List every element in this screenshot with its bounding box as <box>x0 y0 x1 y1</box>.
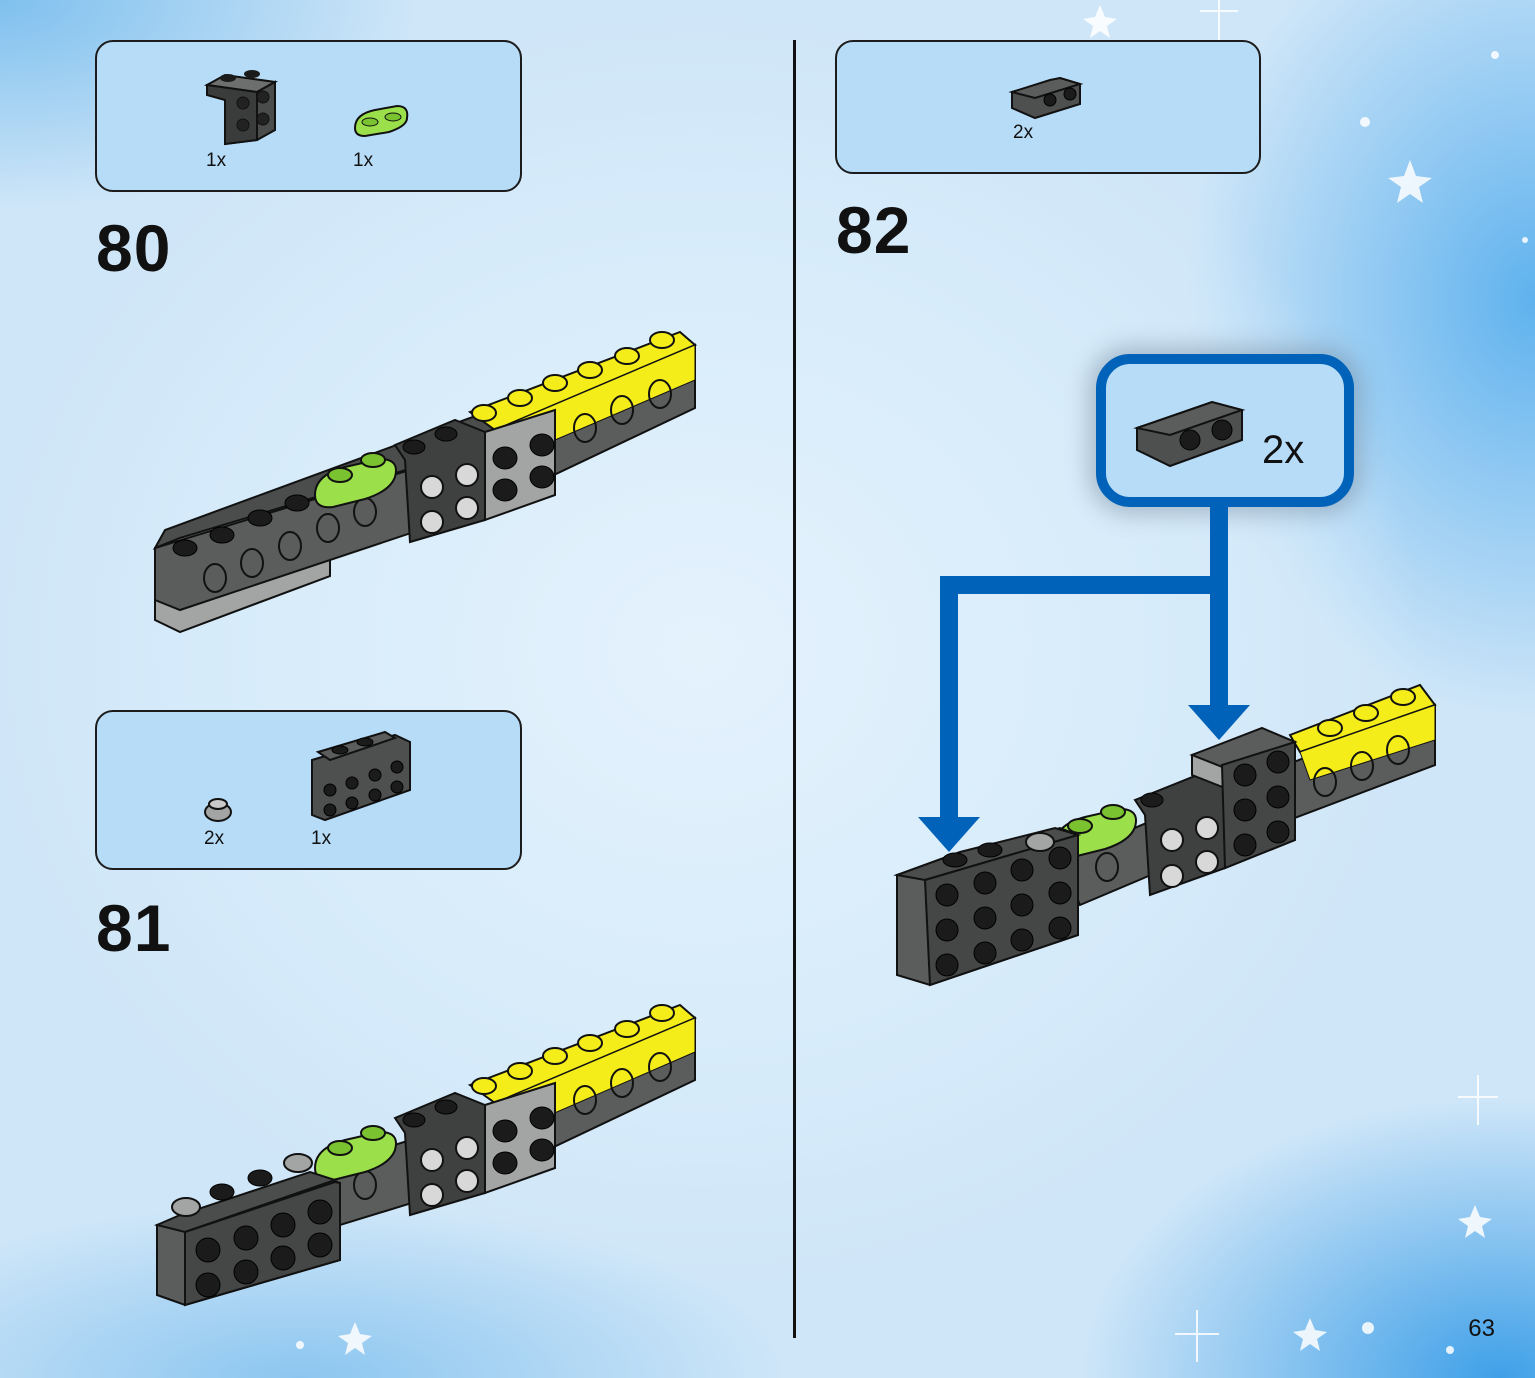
page-divider <box>793 40 796 1338</box>
round-plate-1x1-part <box>204 798 232 822</box>
bracket-1x2-2x4-part <box>311 730 411 822</box>
bracket-2x2-part <box>203 70 279 146</box>
page-number: 63 <box>1468 1315 1495 1342</box>
arrow-icon <box>1210 500 1228 710</box>
sparkle-icon <box>1196 1310 1198 1362</box>
lime-plate-part <box>353 104 409 138</box>
star-icon <box>1083 5 1117 38</box>
part-qty-label: 2x <box>1013 122 1034 143</box>
part-qty-label: 1x <box>206 150 227 171</box>
parts-list-panel-step-81 <box>95 710 522 870</box>
part-qty-label: 2x <box>204 828 225 849</box>
parts-list-panel-step-80 <box>95 40 522 192</box>
sparkle-icon <box>1477 1075 1479 1125</box>
inverted-bracket-part <box>1008 76 1084 120</box>
part-qty-label: 1x <box>311 828 332 849</box>
star-icon <box>338 1322 372 1355</box>
callout-qty-label: 2x <box>1262 428 1305 472</box>
part-qty-label: 1x <box>353 150 374 171</box>
step-number: 80 <box>96 211 172 285</box>
star-icon <box>1458 1205 1492 1238</box>
sparkle-icon <box>1218 0 1220 40</box>
star-icon <box>1388 160 1432 203</box>
step-number: 82 <box>836 193 912 267</box>
star-icon <box>1293 1318 1327 1351</box>
step-number: 81 <box>96 891 172 965</box>
